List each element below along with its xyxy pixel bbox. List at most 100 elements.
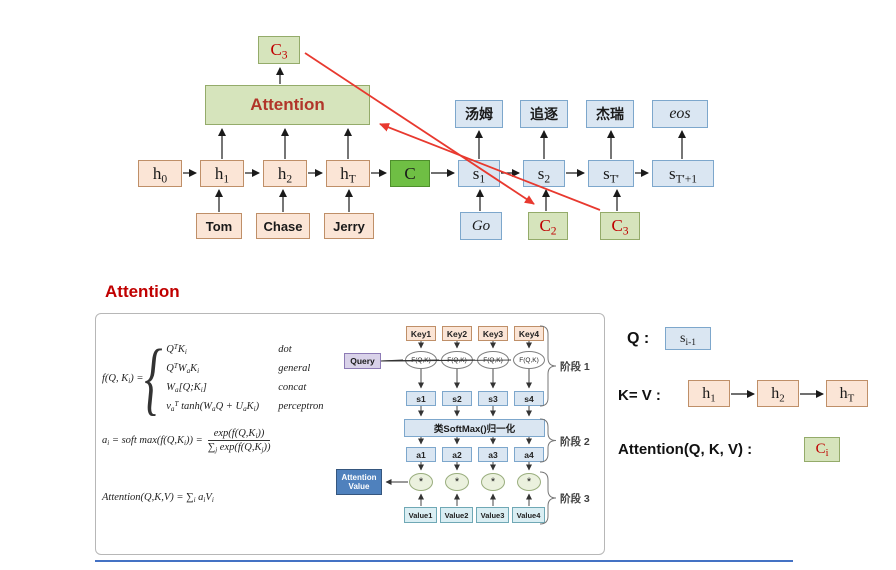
key2-box: Key2	[442, 326, 472, 341]
weight-a2-label: a2	[452, 449, 462, 460]
stage-1-label: 阶段 1	[560, 361, 590, 373]
key1-box: Key1	[406, 326, 436, 341]
attention-sum-formula: Attention(Q,K,V) = ∑i aiVi	[102, 492, 214, 505]
score-function-lhs: f(Q, Ki) =	[102, 372, 144, 385]
softmax-normalize-label: 类SoftMax()归一化	[433, 424, 516, 435]
score-expr-concat: Wa[Q;Ki]	[166, 382, 207, 395]
legend-h1-box: h1	[688, 380, 730, 407]
multiply-node-1: *	[409, 473, 433, 491]
score-expr-general: QTWaKi	[166, 361, 200, 376]
context-vector-label: C	[404, 163, 416, 183]
decoder-state-s1-label: s1	[472, 163, 486, 185]
decoder-state-sT-label: sT'	[603, 163, 619, 185]
softmax-weight-denominator: ∑j exp(f(Q,Kj))	[207, 442, 271, 455]
multiply-node-2-label: *	[454, 476, 460, 488]
decoder-state-s1: s1	[458, 160, 500, 187]
legend-hT-label: hT	[839, 384, 855, 404]
weight-a1-box: a1	[406, 447, 436, 462]
decoder-state-s2: s2	[523, 160, 565, 187]
softmax-weight-lhs: ai = soft max(f(Q,Ki)) =	[102, 435, 203, 448]
key1-label: Key1	[410, 328, 432, 339]
legend-ci-label: Ci	[815, 441, 829, 460]
fqk-node-1: F(Q,K)	[405, 351, 437, 369]
score-s1-box: s1	[406, 391, 436, 406]
legend-attention-label: Attention(Q, K, V) :	[618, 441, 753, 458]
slide-footer-line	[95, 560, 793, 562]
attention-value-box: Attention Value	[336, 469, 382, 495]
input-word-tom: Tom	[196, 213, 242, 239]
context-c3-top-box: C3	[258, 36, 300, 64]
multiply-node-3-label: *	[490, 476, 496, 488]
output-word-2: 追逐	[520, 100, 568, 128]
key2-label: Key2	[446, 328, 468, 339]
score-function-formula: f(Q, Ki) = { QTKi dot QTWaKi general Wa[…	[102, 337, 334, 419]
fqk-node-4-label: F(Q,K)	[519, 356, 539, 364]
fqk-node-3-label: F(Q,K)	[483, 356, 503, 364]
score-s3-box: s3	[478, 391, 508, 406]
multiply-node-1-label: *	[418, 476, 424, 488]
output-word-1-label: 汤姆	[465, 106, 493, 122]
multiply-node-3: *	[481, 473, 505, 491]
weight-a4-box: a4	[514, 447, 544, 462]
fqk-node-4: F(Q,K)	[513, 351, 545, 369]
score-s3-label: s3	[488, 393, 498, 404]
fqk-node-2: F(Q,K)	[441, 351, 473, 369]
legend-h1-label: h1	[702, 384, 716, 404]
context-c3-label: C3	[611, 216, 629, 238]
stage-3-label: 阶段 3	[560, 493, 590, 505]
score-expr-perceptron: vaT tanh(WaQ + UaKi)	[166, 399, 260, 414]
context-vector-box: C	[390, 160, 430, 187]
softmax-weight-fraction: exp(f(Q,Ki)) ∑j exp(f(Q,Kj))	[207, 428, 271, 455]
input-word-jerry: Jerry	[324, 213, 374, 239]
attention-module-label: Attention	[250, 95, 325, 114]
encoder-state-hT: hT	[326, 160, 370, 187]
key4-label: Key4	[518, 328, 540, 339]
multiply-node-2: *	[445, 473, 469, 491]
value3-label: Value3	[480, 510, 505, 520]
attention-value-label: Attention Value	[341, 472, 377, 491]
weight-a1-label: a1	[416, 449, 426, 460]
output-word-3: 杰瑞	[586, 100, 634, 128]
fqk-node-3: F(Q,K)	[477, 351, 509, 369]
value3-box: Value3	[476, 507, 509, 523]
encoder-state-h1: h1	[200, 160, 244, 187]
value4-label: Value4	[516, 510, 541, 520]
context-c3-top-label: C3	[270, 40, 288, 62]
score-name-dot: dot	[278, 344, 292, 355]
legend-kv-label: K= V :	[618, 387, 661, 404]
score-s4-box: s4	[514, 391, 544, 406]
output-eos: eos	[652, 100, 708, 128]
score-name-concat: concat	[278, 382, 307, 393]
score-name-perceptron: perceptron	[278, 401, 324, 412]
attention-section-heading: Attention	[105, 282, 180, 301]
value2-label: Value2	[444, 510, 469, 520]
legend-h2-box: h2	[757, 380, 799, 407]
decoder-state-sT1: sT'+1	[652, 160, 714, 187]
query-label: Query	[350, 356, 375, 366]
weight-a3-label: a3	[488, 449, 498, 460]
softmax-weight-numerator: exp(f(Q,Ki))	[207, 428, 271, 441]
score-s4-label: s4	[524, 393, 534, 404]
context-c3-box: C3	[600, 212, 640, 240]
softmax-weight-formula: ai = soft max(f(Q,Ki)) = exp(f(Q,Ki)) ∑j…	[102, 428, 271, 455]
encoder-state-h2: h2	[263, 160, 307, 187]
score-expr-dot: QTKi	[166, 342, 187, 357]
legend-q-box: si-1	[665, 327, 711, 350]
query-box: Query	[344, 353, 381, 369]
decoder-state-sT: sT'	[588, 160, 634, 187]
encoder-state-h2-label: h2	[277, 163, 293, 185]
encoder-state-h0: h0	[138, 160, 182, 187]
value1-box: Value1	[404, 507, 437, 523]
multiply-node-4: *	[517, 473, 541, 491]
output-eos-label: eos	[669, 105, 691, 122]
encoder-state-h1-label: h1	[214, 163, 230, 185]
key4-box: Key4	[514, 326, 544, 341]
output-word-3-label: 杰瑞	[596, 106, 624, 122]
legend-q-box-label: si-1	[679, 330, 697, 348]
score-s1-label: s1	[416, 393, 426, 404]
input-word-jerry-label: Jerry	[333, 218, 365, 234]
decoder-state-sT1-label: sT'+1	[668, 163, 698, 185]
attention-module-box: Attention	[205, 85, 370, 125]
decoder-state-s2-label: s2	[537, 163, 551, 185]
fqk-node-2-label: F(Q,K)	[447, 356, 467, 364]
